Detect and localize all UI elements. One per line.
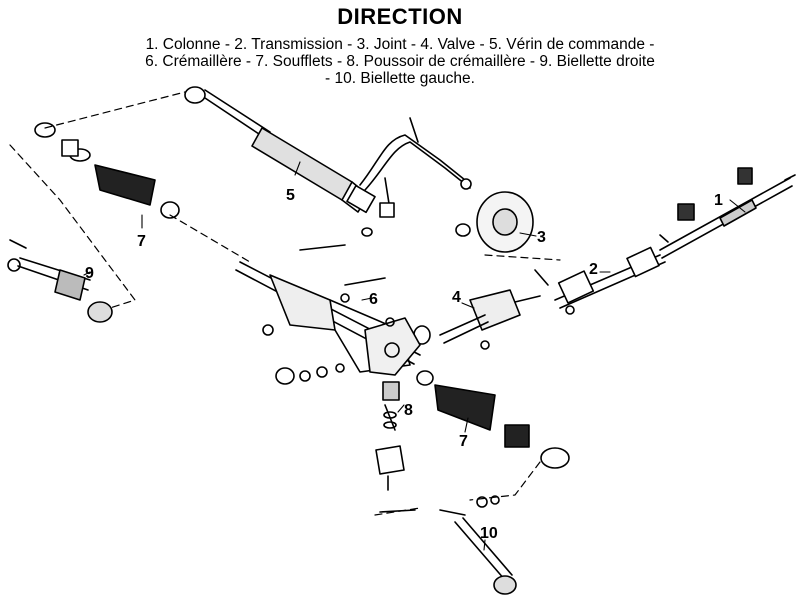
bellows-upper xyxy=(34,122,180,219)
callout-2: 2 xyxy=(589,261,598,278)
callout-10: 10 xyxy=(480,525,498,542)
rack-thrust-pad xyxy=(262,324,405,491)
callout-4: 4 xyxy=(452,289,461,306)
joint-seal xyxy=(455,191,534,253)
callout-7-lower: 7 xyxy=(459,433,468,450)
callout-labels: 1 2 3 4 5 6 7 7 8 9 10 xyxy=(85,187,723,542)
callout-7-upper: 7 xyxy=(137,233,146,250)
callout-5: 5 xyxy=(286,187,295,204)
bellows-lower xyxy=(416,370,570,469)
callout-8: 8 xyxy=(404,402,413,419)
legend-line-3: - 10. Biellette gauche. xyxy=(325,70,475,87)
tie-rod-right xyxy=(7,239,113,323)
hydraulic-pipes xyxy=(359,117,472,191)
legend-line-2: 6. Crémaillère - 7. Soufflets - 8. Pouss… xyxy=(145,53,655,70)
control-valve xyxy=(413,289,541,350)
rack-housing xyxy=(235,244,421,376)
callout-9: 9 xyxy=(85,265,94,282)
callout-3: 3 xyxy=(537,229,546,246)
power-cylinder xyxy=(184,86,395,237)
legend-line-1: 1. Colonne - 2. Transmission - 3. Joint … xyxy=(145,36,655,53)
legend: 1. Colonne - 2. Transmission - 3. Joint … xyxy=(0,36,800,87)
callout-6: 6 xyxy=(369,291,378,308)
tie-rod-left xyxy=(379,495,517,595)
assembly-dashed-lines xyxy=(9,91,561,516)
steering-column xyxy=(659,167,796,259)
callout-1: 1 xyxy=(714,192,723,209)
page-title: DIRECTION xyxy=(337,4,463,29)
leader-lines xyxy=(83,161,746,551)
steering-shaft-ujoint xyxy=(534,246,666,315)
